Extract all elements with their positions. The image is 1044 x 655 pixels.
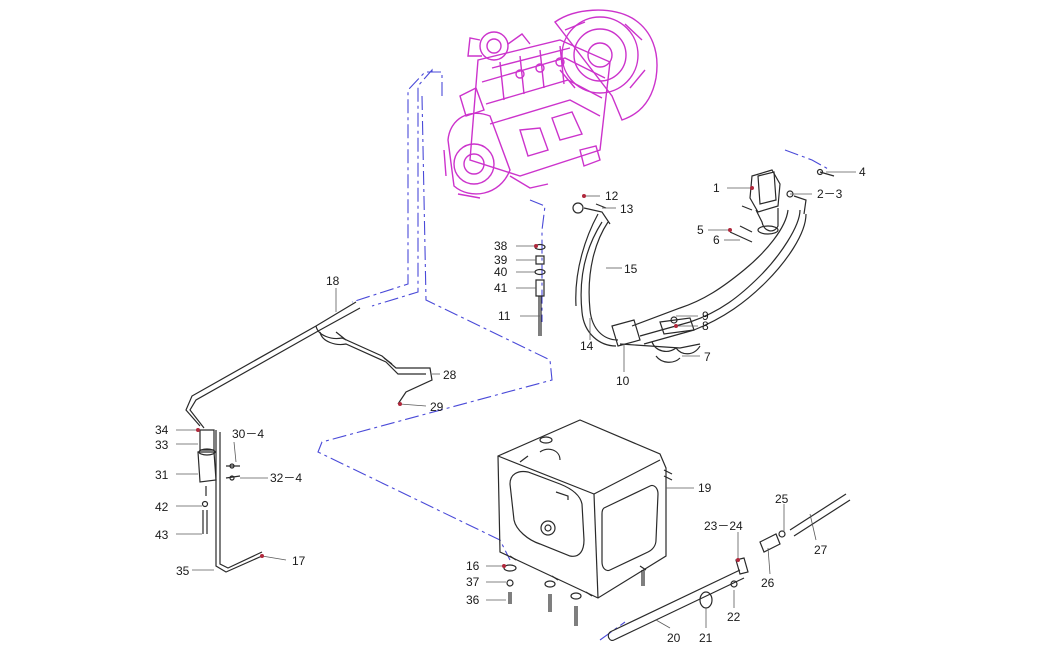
callout-34: 34 <box>155 423 169 437</box>
callout-14: 14 <box>580 339 594 353</box>
callout-6: 6 <box>713 233 720 247</box>
callout-1: 1 <box>713 181 720 195</box>
callout-13: 13 <box>620 202 634 216</box>
fuel-line-routing <box>317 68 831 641</box>
callout-5: 5 <box>697 223 704 237</box>
callout-7: 7 <box>704 350 711 364</box>
small-fittings-top <box>729 168 835 243</box>
banjo-fitting <box>572 202 611 225</box>
callout-16: 16 <box>466 559 480 573</box>
callout-10: 10 <box>616 374 630 388</box>
callout-36: 36 <box>466 593 480 607</box>
callout-27: 27 <box>814 543 828 557</box>
callout-33: 33 <box>155 438 169 452</box>
callout-2-3: 2－3 <box>817 187 843 201</box>
filler-hose-parts <box>607 493 851 641</box>
callout-26: 26 <box>761 576 775 590</box>
water-separator-filter <box>197 429 241 534</box>
tank-mount-hardware <box>503 564 645 626</box>
callout-43: 43 <box>155 528 169 542</box>
callout-4: 4 <box>859 165 866 179</box>
callout-9: 9 <box>702 309 709 323</box>
callout-22: 22 <box>727 610 741 624</box>
callout-42: 42 <box>155 500 169 514</box>
callout-8: 8 <box>702 319 709 333</box>
callout-20: 20 <box>667 631 681 645</box>
fuel-tank <box>497 419 673 599</box>
callout-39: 39 <box>494 253 508 267</box>
callout-29: 29 <box>430 400 444 414</box>
callout-23-24: 23－24 <box>704 519 743 533</box>
callout-19: 19 <box>698 481 712 495</box>
callout-30-4: 30－4 <box>232 427 264 441</box>
callout-40: 40 <box>494 265 508 279</box>
hose-clamps <box>611 316 701 363</box>
callout-32-4: 32－4 <box>270 471 302 485</box>
callout-18: 18 <box>326 274 340 288</box>
callout-28: 28 <box>443 368 457 382</box>
engine-assembly <box>443 9 658 199</box>
callout-41: 41 <box>494 281 508 295</box>
callout-11: 11 <box>498 309 511 323</box>
fuel-hoses <box>575 209 807 349</box>
callout-35: 35 <box>176 564 190 578</box>
callout-37: 37 <box>466 575 480 589</box>
callout-38: 38 <box>494 239 508 253</box>
callout-21: 21 <box>699 631 713 645</box>
fuel-filter-assembly <box>739 169 807 235</box>
callout-15: 15 <box>624 262 638 276</box>
callout-31: 31 <box>155 468 169 482</box>
callout-12: 12 <box>605 189 619 203</box>
dipstick-stack <box>534 243 546 336</box>
part-callouts: 1 2－3 4 5 6 7 8 9 10 11 12 13 14 15 16 1… <box>155 165 866 645</box>
callout-25: 25 <box>775 492 789 506</box>
callout-17: 17 <box>292 554 306 568</box>
left-fuel-pipes <box>185 301 433 573</box>
leader-lines <box>176 171 856 629</box>
